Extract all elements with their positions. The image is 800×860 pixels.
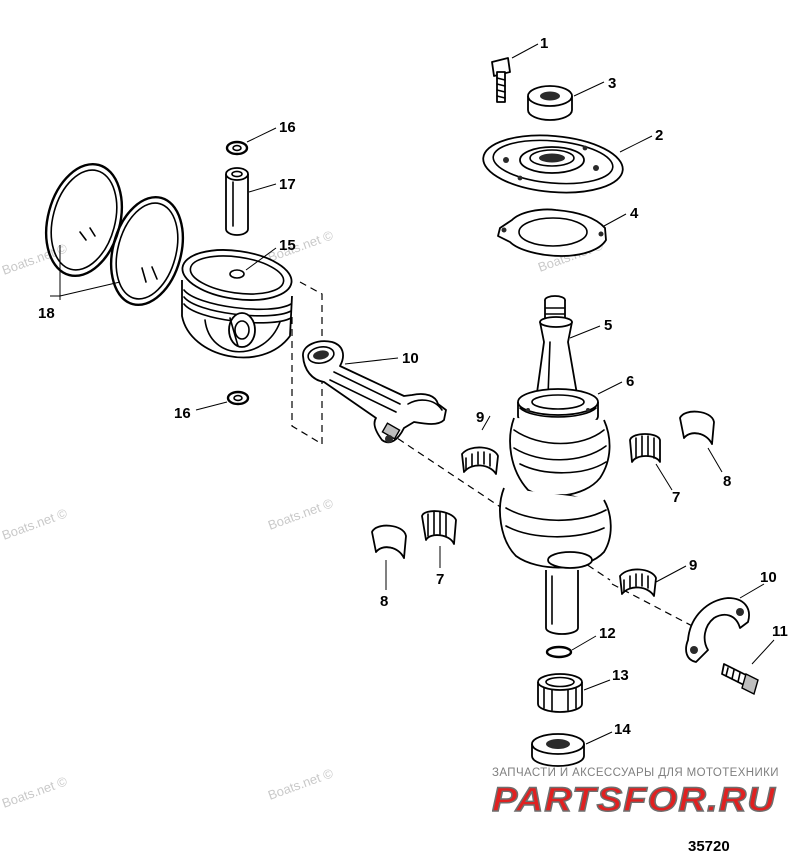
callout-8-right: 8 [723, 473, 731, 490]
figure-number: 35720 [688, 838, 730, 855]
watermark: Boats.net © [266, 765, 336, 803]
needle-bearing-icon [629, 433, 661, 463]
callout-14: 14 [614, 721, 631, 738]
piston-icon [181, 249, 293, 359]
callout-17: 17 [279, 176, 296, 193]
callout-6: 6 [626, 373, 634, 390]
callout-7-left: 7 [436, 571, 444, 588]
callout-15: 15 [279, 237, 296, 254]
crankshaft-icon [499, 295, 612, 635]
lock-ring-icon [226, 390, 250, 406]
callout-5: 5 [604, 317, 612, 334]
bearing-race-icon [371, 524, 407, 559]
watermark: Boats.net © [0, 240, 69, 278]
callout-1: 1 [540, 35, 548, 52]
watermark: Boats.net © [0, 773, 69, 811]
callout-8-left: 8 [380, 593, 388, 610]
ball-bearing-icon [526, 408, 590, 412]
needle-bearing-icon [461, 446, 499, 475]
callout-11: 11 [772, 623, 788, 640]
needle-bearing-icon [421, 510, 457, 545]
retaining-ring-icon [545, 645, 573, 659]
leader-lines [50, 43, 775, 745]
callout-7-right: 7 [672, 489, 680, 506]
rod-bolt-icon [721, 663, 759, 696]
gasket-icon [497, 208, 607, 257]
callouts: 1 3 2 4 5 6 16 17 15 18 10 16 9 7 8 7 8 … [38, 35, 788, 738]
shop-banner-text: ЗАПЧАСТИ И АКСЕССУАРЫ ДЛЯ МОТОТЕХНИКИ [492, 767, 779, 779]
callout-12: 12 [599, 625, 616, 642]
seal-icon [527, 85, 573, 121]
oil-seal-icon [531, 733, 585, 767]
lock-ring-icon [225, 140, 249, 156]
connecting-rod-icon [302, 340, 447, 444]
callout-4: 4 [630, 205, 639, 222]
callout-18: 18 [38, 305, 55, 322]
partsfor-logo: PARTSFOR.RU [492, 780, 776, 819]
watermark: Boats.net © [266, 495, 336, 533]
needle-bearing-icon [619, 568, 657, 597]
callout-3: 3 [608, 75, 616, 92]
connecting-rod-icon [685, 597, 750, 663]
watermark: Boats.net © [266, 227, 336, 265]
callout-13: 13 [612, 667, 629, 684]
bearing-housing-icon [482, 134, 624, 194]
bearing-race-icon [679, 410, 715, 445]
callout-16-top: 16 [279, 119, 296, 136]
callout-9-upper: 9 [476, 409, 484, 426]
callout-10-lower: 10 [760, 569, 777, 586]
callout-16-bottom: 16 [174, 405, 191, 422]
bolt-icon [491, 57, 511, 103]
watermark: Boats.net © [0, 505, 69, 543]
callout-2: 2 [655, 127, 663, 144]
piston-pin-icon [225, 167, 249, 236]
roller-bearing-icon [537, 673, 583, 713]
svg-text:PARTSFOR.RU: PARTSFOR.RU [492, 781, 776, 819]
callout-10-upper: 10 [402, 350, 419, 367]
callout-9-lower: 9 [689, 557, 697, 574]
piston-ring-icon [45, 162, 184, 307]
